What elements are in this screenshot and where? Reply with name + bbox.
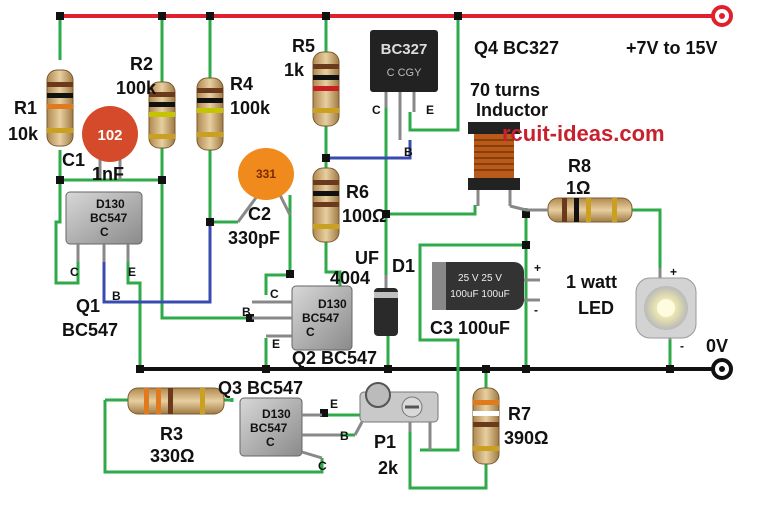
c3-minus: - bbox=[534, 303, 538, 317]
r7-value: 390Ω bbox=[504, 428, 549, 448]
led-minus: - bbox=[680, 339, 684, 353]
r4-name: R4 bbox=[230, 74, 254, 94]
q3-body-part: BC547 bbox=[250, 421, 288, 435]
r4-value: 100k bbox=[230, 98, 271, 118]
r3-value: 330Ω bbox=[150, 446, 195, 466]
p1-name: P1 bbox=[374, 432, 397, 452]
q2-body-code: D130 bbox=[318, 297, 347, 311]
q1-pin-b: B bbox=[112, 289, 121, 303]
q1-body-code: D130 bbox=[96, 197, 125, 211]
svg-text:100uF 100uF: 100uF 100uF bbox=[450, 289, 510, 300]
led-line2: LED bbox=[578, 298, 614, 318]
c3-name: C3 100uF bbox=[430, 318, 511, 338]
q1-pin-e: E bbox=[128, 265, 137, 279]
junction-dots bbox=[56, 12, 674, 417]
c1-value: 1nF bbox=[92, 164, 125, 184]
r8-name: R8 bbox=[568, 156, 592, 176]
capacitor-c3: 25 V 25 V 100uF 100uF bbox=[432, 262, 540, 310]
ground-label: 0V bbox=[706, 336, 729, 356]
c2-value: 330pF bbox=[228, 228, 281, 248]
q3-name: Q3 BC547 bbox=[218, 378, 304, 398]
q1-part: BC547 bbox=[62, 320, 119, 340]
inductor-line1: 70 turns bbox=[470, 80, 541, 100]
q3-body-code: D130 bbox=[262, 407, 291, 421]
capacitor-c1: 102 bbox=[82, 106, 138, 180]
led-plus: + bbox=[670, 265, 678, 279]
transistor-q4: BC327 C CGY bbox=[370, 30, 438, 140]
q4-name: Q4 BC327 bbox=[474, 38, 560, 58]
q2-pin-c: C bbox=[270, 287, 279, 301]
resistor-r5 bbox=[312, 51, 340, 127]
led-line1: 1 watt bbox=[566, 272, 618, 292]
q2-pin-b: B bbox=[242, 305, 251, 319]
c1-name: C1 bbox=[62, 150, 86, 170]
svg-text:102: 102 bbox=[97, 127, 122, 144]
d1-name: D1 bbox=[392, 256, 416, 276]
green-wires bbox=[54, 16, 672, 490]
resistor-r7 bbox=[472, 387, 500, 465]
potentiometer-p1 bbox=[353, 382, 439, 450]
c3-plus: + bbox=[534, 261, 542, 275]
resistor-r8 bbox=[526, 197, 633, 223]
r2-name: R2 bbox=[130, 54, 154, 74]
resistor-r3 bbox=[105, 387, 232, 415]
p1-value: 2k bbox=[378, 458, 399, 478]
svg-text:331: 331 bbox=[256, 167, 276, 181]
q2-body-pin: C bbox=[306, 325, 315, 339]
svg-text:25 V 25 V: 25 V 25 V bbox=[458, 273, 502, 284]
supply-label: +7V to 15V bbox=[626, 38, 718, 58]
r6-name: R6 bbox=[346, 182, 370, 202]
resistor-r2 bbox=[148, 81, 176, 149]
r7-name: R7 bbox=[508, 404, 532, 424]
r5-name: R5 bbox=[292, 36, 316, 56]
q3-body-pin: C bbox=[266, 435, 275, 449]
resistor-r4 bbox=[196, 77, 224, 151]
r8-value: 1Ω bbox=[566, 178, 591, 198]
resistor-r1 bbox=[46, 69, 74, 147]
q3-pin-b: B bbox=[340, 429, 349, 443]
q3-pin-c: C bbox=[318, 459, 327, 473]
transistor-q1 bbox=[65, 191, 143, 262]
q3-pin-e: E bbox=[330, 397, 339, 411]
transistor-q3 bbox=[239, 397, 340, 460]
base-wires bbox=[102, 140, 412, 304]
diode-d1 bbox=[374, 275, 398, 336]
r2-value: 100k bbox=[116, 78, 157, 98]
capacitor-c2: 331 bbox=[236, 148, 294, 223]
q1-body-part: BC547 bbox=[90, 211, 128, 225]
q4-pin-e: E bbox=[426, 103, 435, 117]
svg-text:C CGY: C CGY bbox=[387, 67, 423, 79]
q2-body-part: BC547 bbox=[302, 311, 340, 325]
r1-name: R1 bbox=[14, 98, 38, 118]
d1-part-line2: 4004 bbox=[330, 268, 371, 288]
d1-part-line1: UF bbox=[355, 248, 379, 268]
transistor-q2 bbox=[252, 285, 353, 351]
q2-name: Q2 BC547 bbox=[292, 348, 378, 368]
watermark: rcuit-ideas.com bbox=[502, 121, 665, 146]
q4-pin-c: C bbox=[372, 103, 381, 117]
svg-text:BC327: BC327 bbox=[381, 41, 428, 58]
r5-value: 1k bbox=[284, 60, 305, 80]
led bbox=[635, 268, 697, 340]
q4-pin-b: B bbox=[404, 145, 413, 159]
r1-value: 10k bbox=[8, 124, 39, 144]
q2-pin-e: E bbox=[272, 337, 281, 351]
r3-name: R3 bbox=[160, 424, 184, 444]
c2-name: C2 bbox=[248, 204, 272, 224]
inductor-line2: Inductor bbox=[476, 100, 548, 120]
resistor-r6 bbox=[312, 167, 340, 243]
q1-name: Q1 bbox=[76, 296, 101, 316]
q1-pin-c: C bbox=[70, 265, 79, 279]
q1-body-pin: C bbox=[100, 225, 109, 239]
inductor bbox=[468, 122, 527, 212]
r6-value: 100Ω bbox=[342, 206, 387, 226]
